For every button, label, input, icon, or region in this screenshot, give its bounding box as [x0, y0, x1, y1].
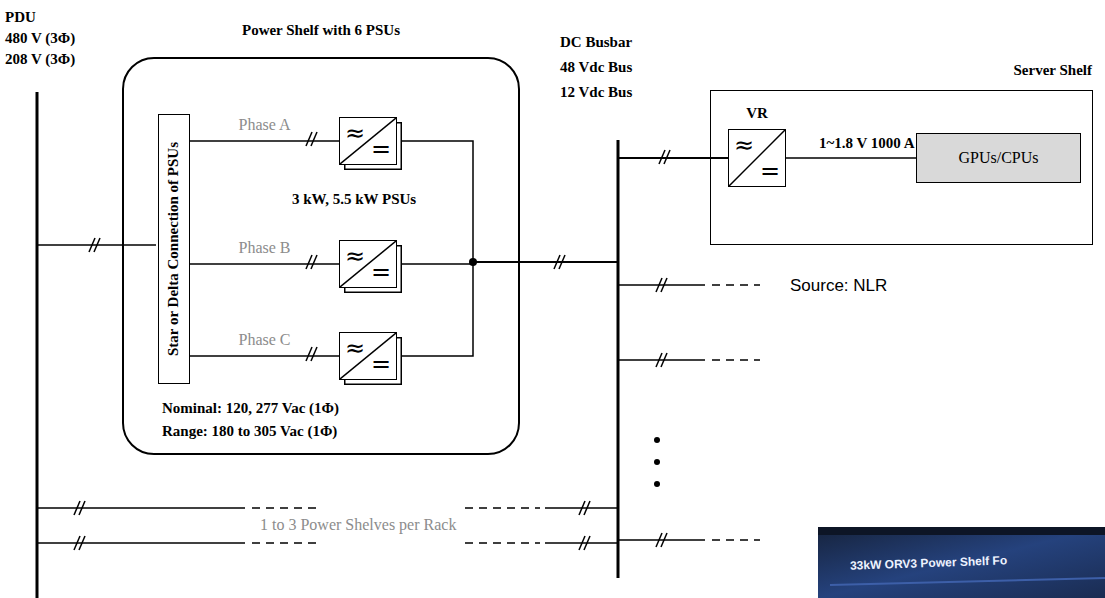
wire-connector	[190, 263, 339, 265]
psu-converter: ≈=	[339, 117, 397, 165]
multi-wire-mark	[306, 255, 317, 269]
extra-shelf-feed	[37, 542, 245, 544]
ac-symbol: ≈	[345, 244, 365, 268]
wire-label: Phase A	[237, 115, 293, 136]
psu-converter: ≈=	[339, 240, 397, 288]
multi-wire-mark	[89, 238, 100, 252]
extra-shelf-output-dashed	[465, 542, 540, 544]
extra-shelf-feed-dashed	[252, 507, 320, 509]
converter-diagonal-line	[340, 333, 396, 379]
voltage-rating: 48 Vdc Bus	[560, 58, 632, 78]
multi-wire-mark	[579, 501, 590, 515]
voltage-rating: 208 V (3Φ)	[5, 50, 75, 70]
ellipsis-dot	[654, 437, 660, 443]
power-shelf: Power Shelf with 6 PSUs3 kW, 5.5 kW PSUs…	[122, 57, 520, 455]
voltage-rating: 12 Vdc Bus	[560, 83, 632, 103]
ac-symbol: ≈	[345, 336, 365, 360]
multi-wire-mark	[74, 501, 85, 515]
converter-diagonal	[340, 241, 396, 287]
bus-output-wire	[618, 284, 705, 286]
psu-rating: 3 kW, 5.5 kW PSUs	[292, 190, 416, 210]
bus-output-wire	[618, 359, 705, 361]
vr-heading: VR	[746, 104, 768, 124]
wire-label: Phase C	[237, 330, 293, 351]
processor-label: GPUs/CPUs	[958, 148, 1038, 169]
voltage-regulator: VR≈=	[728, 129, 786, 187]
photo-top-edge	[818, 527, 1105, 535]
dc-symbol: =	[371, 352, 391, 376]
wire-connector	[190, 355, 339, 357]
bus-output-continuation	[712, 539, 760, 541]
converter-diagonal-line	[340, 118, 396, 164]
photo-caption: 33kW ORV3 Power Shelf Fo	[850, 553, 1008, 574]
pdu-bus	[36, 92, 39, 598]
rack-note: 1 to 3 Power Shelves per Rack	[258, 515, 458, 536]
server-heading: Server Shelf	[1014, 61, 1092, 81]
server-shelf: Server ShelfVR≈=GPUs/CPUs	[710, 90, 1093, 245]
ellipsis-dot	[654, 459, 660, 465]
wire-connector	[397, 158, 728, 356]
ellipsis-dot	[654, 481, 660, 487]
wire-label: Phase B	[237, 238, 293, 259]
multi-wire-mark	[74, 536, 85, 550]
wire-label: 1~1.8 V 1000 A	[819, 134, 883, 154]
converter-diagonal	[340, 118, 396, 164]
connection-box: Star or Delta Connection of PSUs	[158, 114, 190, 384]
multi-wire-mark	[306, 132, 317, 146]
multi-wire-mark	[656, 533, 667, 547]
multi-wire-mark	[306, 347, 317, 361]
processor-box: GPUs/CPUs	[916, 133, 1081, 183]
bus-output-continuation	[712, 284, 760, 286]
wire-connector	[397, 141, 728, 262]
ac-symbol: ≈	[345, 121, 365, 145]
multi-wire-mark	[659, 150, 670, 164]
photo-detail	[830, 578, 1105, 585]
extra-shelf-feed	[37, 507, 245, 509]
bus-name: PDU	[5, 8, 36, 28]
connection-label: Star or Delta Connection of PSUs	[164, 142, 184, 356]
voltage-rating: 480 V (3Φ)	[5, 29, 75, 49]
multi-wire-mark	[579, 536, 590, 550]
wire-connector	[190, 140, 339, 142]
wire-connector	[397, 158, 728, 264]
dc-symbol: =	[371, 260, 391, 284]
shelf-heading: Power Shelf with 6 PSUs	[242, 21, 400, 41]
extra-shelf-output-dashed	[465, 507, 540, 509]
bus-name: DC Busbar	[560, 33, 632, 53]
dc-symbol: =	[371, 137, 391, 161]
converter-diagonal	[340, 333, 396, 379]
multi-wire-mark	[656, 353, 667, 367]
converter-diagonal-line	[340, 241, 396, 287]
bus-output-continuation	[712, 359, 760, 361]
bus-output-wire	[618, 539, 705, 541]
source-note: Source: NLR	[790, 275, 887, 297]
wire-connector	[786, 157, 916, 159]
multi-wire-mark	[656, 278, 667, 292]
converter-diagonal-line	[729, 130, 785, 186]
psu-converter: ≈=	[339, 332, 397, 380]
converter-diagonal	[729, 130, 785, 186]
voltage-range: Nominal: 120, 277 Vac (1Φ) Range: 180 to…	[162, 397, 387, 444]
power-shelf-photo	[818, 527, 1105, 598]
dc-symbol: =	[760, 159, 780, 183]
ac-symbol: ≈	[734, 133, 754, 157]
extra-shelf-feed-dashed	[252, 542, 320, 544]
